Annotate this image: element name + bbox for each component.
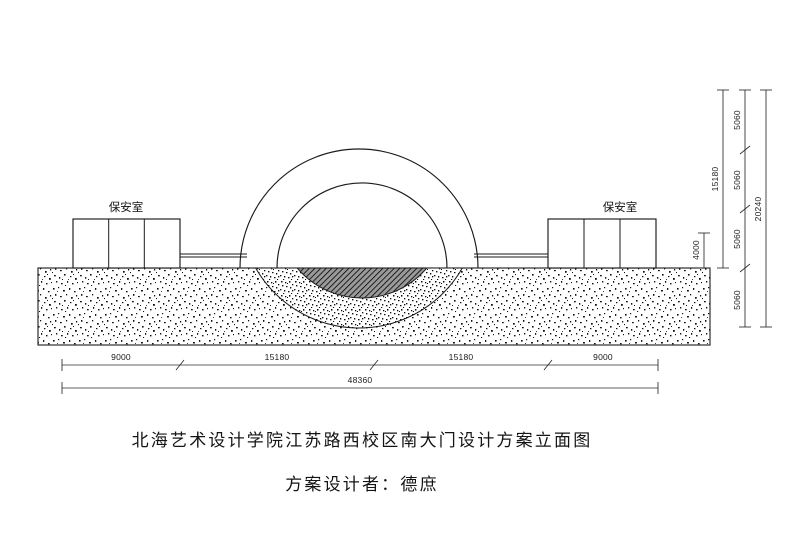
dimension-overall-horizontal: 48360 [61, 375, 659, 394]
dimension-chain-horizontal: 9000 15180 15180 9000 [61, 352, 659, 371]
dim-h-seg-3: 15180 [449, 352, 474, 362]
dimension-v-4000: 4000 [691, 232, 710, 269]
guard-house-left-label: 保安室 [109, 200, 144, 214]
fence-rail-left [180, 253, 247, 258]
guard-house-right-label: 保安室 [603, 200, 638, 214]
dim-v-chain-1: 5060 [732, 110, 742, 130]
arch-inner-circle [276, 182, 448, 269]
arch-gate-ring [239, 148, 479, 269]
dim-h-seg-4: 9000 [593, 352, 613, 362]
guard-house-right-body [547, 218, 657, 269]
guard-house-right[interactable] [547, 218, 657, 269]
dim-v-chain-2: 5060 [732, 170, 742, 190]
arch-outer-circle [239, 148, 479, 269]
dim-v-chain-3: 5060 [732, 229, 742, 249]
dim-h-seg-1: 9000 [111, 352, 131, 362]
guard-house-left[interactable] [72, 218, 181, 269]
dim-v-20240: 20240 [753, 197, 763, 222]
dim-v-4000: 4000 [691, 240, 701, 260]
arch-footing-inner [296, 268, 428, 299]
dimension-chain-vertical: 5060 5060 5060 5060 [732, 89, 751, 328]
fence-rail-right [474, 253, 548, 258]
dim-h-seg-2: 15180 [265, 352, 290, 362]
dim-v-chain-4: 5060 [732, 290, 742, 310]
dim-v-15180: 15180 [710, 167, 720, 192]
dimension-v-15180: 15180 [710, 89, 729, 269]
drawing-subtitle: 方案设计者：德庶 [285, 475, 439, 495]
dim-h-overall: 48360 [348, 375, 373, 385]
drawing-title: 北海艺术设计学院江苏路西校区南大门设计方案立面图 [132, 431, 593, 451]
guard-house-left-body [72, 218, 181, 269]
dimension-v-overall: 20240 [753, 89, 772, 328]
